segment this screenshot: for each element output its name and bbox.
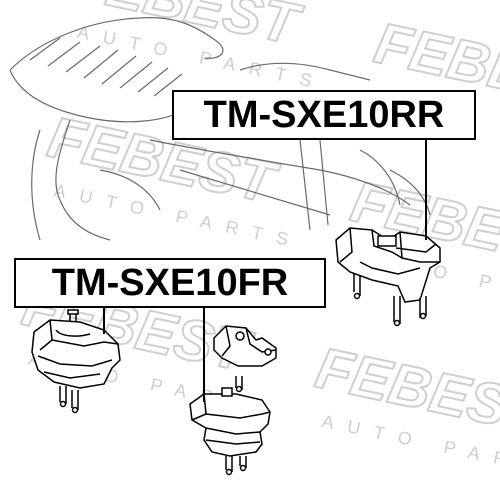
front-left-mount-drawing — [31, 309, 121, 414]
part-number-label-rear: TM-SXE10RR — [172, 90, 476, 140]
part-number-text-front: TM-SXE10FR — [51, 262, 289, 304]
engine-sketch — [9, 17, 431, 241]
part-number-text-rear: TM-SXE10RR — [203, 94, 445, 136]
part-number-label-front: TM-SXE10FR — [14, 258, 326, 308]
front-right-mount-drawing — [189, 325, 277, 476]
rear-mount-drawing — [335, 227, 441, 327]
leader-lines — [103, 140, 427, 402]
